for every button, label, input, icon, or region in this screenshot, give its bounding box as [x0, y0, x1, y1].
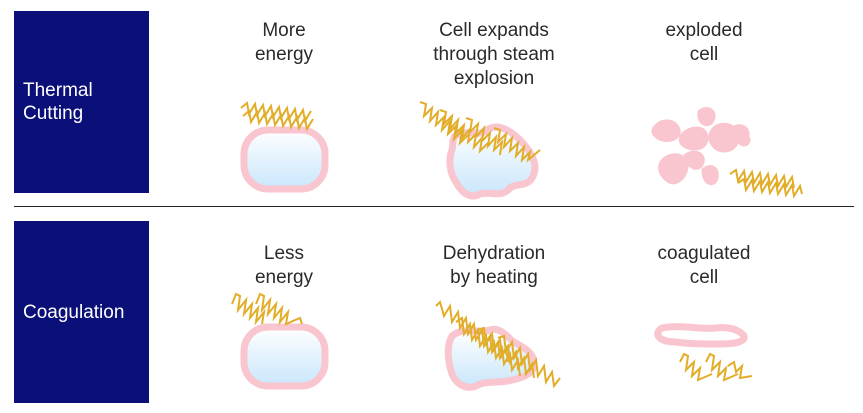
thermal-cutting-label: Thermal Cutting: [23, 79, 93, 125]
exploded-cell-fragments: [651, 107, 751, 186]
stage-label-line: cell: [689, 267, 719, 288]
coagulation-label: Coagulation: [23, 301, 125, 323]
stage-label-line: More: [262, 20, 306, 41]
stage-label-line: energy: [254, 267, 314, 288]
stage-label-line: explosion: [453, 68, 535, 89]
stage-label-line: Dehydration: [442, 243, 546, 264]
row-divider: [14, 206, 854, 207]
stage-label-line: through steam: [433, 44, 555, 65]
stage-label-cell-expands: Cell expands through steam explosion: [394, 19, 594, 91]
heat-wave-icon: [231, 292, 303, 326]
intact-cell-bottom: [240, 323, 329, 390]
heat-wave-icon: [435, 300, 561, 389]
thermal-cutting-label-line1: Thermal: [23, 80, 93, 101]
coagulated-cell: [654, 323, 748, 348]
thermal-cutting-label-line2: Cutting: [23, 103, 84, 124]
intact-cell-top: [240, 126, 329, 193]
stage-label-more-energy: More energy: [184, 19, 384, 67]
stage-label-line: cell: [689, 44, 719, 65]
stage-label-line: coagulated: [657, 243, 751, 264]
heat-wave-icon: [729, 168, 803, 199]
thermal-cutting-box: Thermal Cutting: [14, 11, 149, 193]
heat-wave-icon: [240, 101, 314, 132]
stage-label-line: exploded: [665, 20, 743, 41]
stage-label-coagulated-cell: coagulated cell: [604, 242, 804, 290]
heat-wave-icon: [679, 352, 753, 382]
stage-label-less-energy: Less energy: [184, 242, 384, 290]
expanding-cell: [446, 123, 539, 200]
stage-label-line: energy: [254, 44, 314, 65]
stage-label-line: Less: [263, 243, 305, 264]
stage-label-dehydration: Dehydration by heating: [394, 242, 594, 290]
stage-label-exploded-cell: exploded cell: [604, 19, 804, 67]
stage-label-line: Cell expands: [439, 20, 549, 41]
heat-wave-icon: [419, 101, 541, 163]
stage-label-line: by heating: [450, 267, 538, 288]
coagulation-box: Coagulation: [14, 221, 149, 403]
